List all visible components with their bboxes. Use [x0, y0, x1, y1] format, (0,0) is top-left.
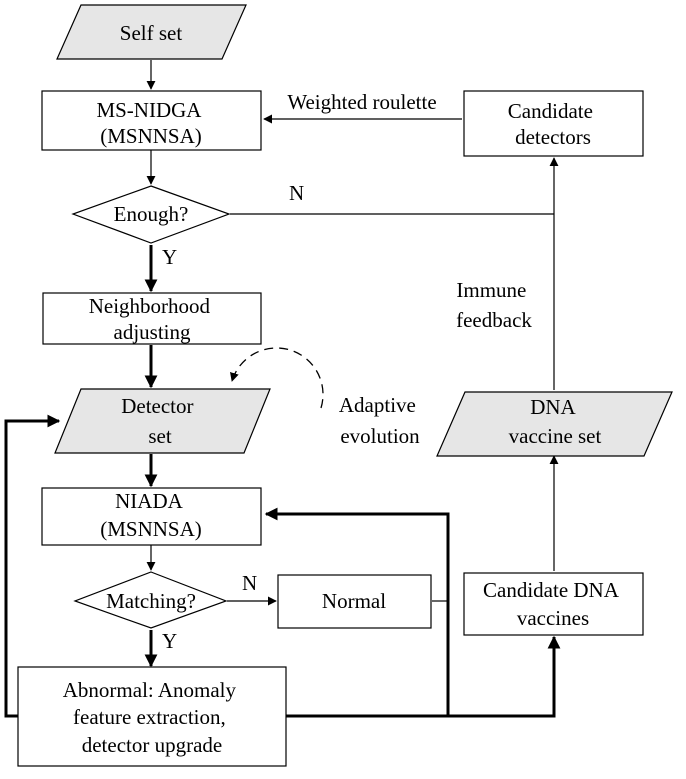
ms-nidga-label: MS-NIDGA (MSNNSA) [96, 98, 205, 148]
niada-label: NIADA (MSNNSA) [100, 489, 202, 541]
neighborhood-box [42, 292, 262, 345]
neighborhood-label: Neighborhood adjusting [89, 294, 216, 344]
arrow-abnormal-to-detectorset [4, 414, 61, 718]
nodes [17, 4, 673, 767]
self-set-shape [56, 4, 247, 60]
candidate-detectors-box [463, 90, 644, 157]
dna-vaccine-set-shape [436, 391, 673, 457]
self-set-label: Self set [120, 21, 183, 45]
matching-label: Matching? [106, 589, 196, 613]
detector-set-label: Detector set [121, 394, 199, 448]
adaptive-evolution-label: Adaptive evolution [339, 393, 421, 448]
edge-labels: Weighted roulette N Y Immune feedback Ad… [162, 90, 532, 653]
arrow-feedback-to-niada [264, 507, 450, 716]
candidate-dna-box [463, 572, 644, 636]
candidate-detectors-label: Candidate detectors [508, 99, 598, 149]
dna-vaccine-set-label: DNA vaccine set [509, 395, 602, 448]
node-labels: Self set MS-NIDGA (MSNNSA) Candidate det… [63, 21, 623, 757]
normal-box [277, 574, 432, 629]
connectors [4, 60, 561, 718]
detector-set-shape [54, 388, 271, 454]
enough-yes-label: Y [162, 245, 177, 269]
normal-label: Normal [322, 589, 386, 613]
immune-feedback-label: Immune feedback [456, 278, 532, 332]
abnormal-box [17, 666, 287, 767]
niada-box [41, 487, 262, 546]
candidate-dna-label: Candidate DNA vaccines [483, 578, 623, 630]
adaptive-evolution-loop [230, 347, 324, 409]
arrow-abnormal-to-candidatedna [286, 635, 561, 718]
matching-decision [73, 571, 228, 629]
enough-no-label: N [289, 181, 304, 205]
ms-nidga-box [41, 90, 262, 151]
enough-decision [71, 185, 231, 244]
matching-yes-label: Y [162, 629, 177, 653]
abnormal-label: Abnormal: Anomaly feature extraction, de… [63, 678, 241, 757]
weighted-roulette-label: Weighted roulette [287, 90, 436, 114]
matching-no-label: N [242, 571, 257, 595]
enough-label: Enough? [114, 202, 189, 226]
